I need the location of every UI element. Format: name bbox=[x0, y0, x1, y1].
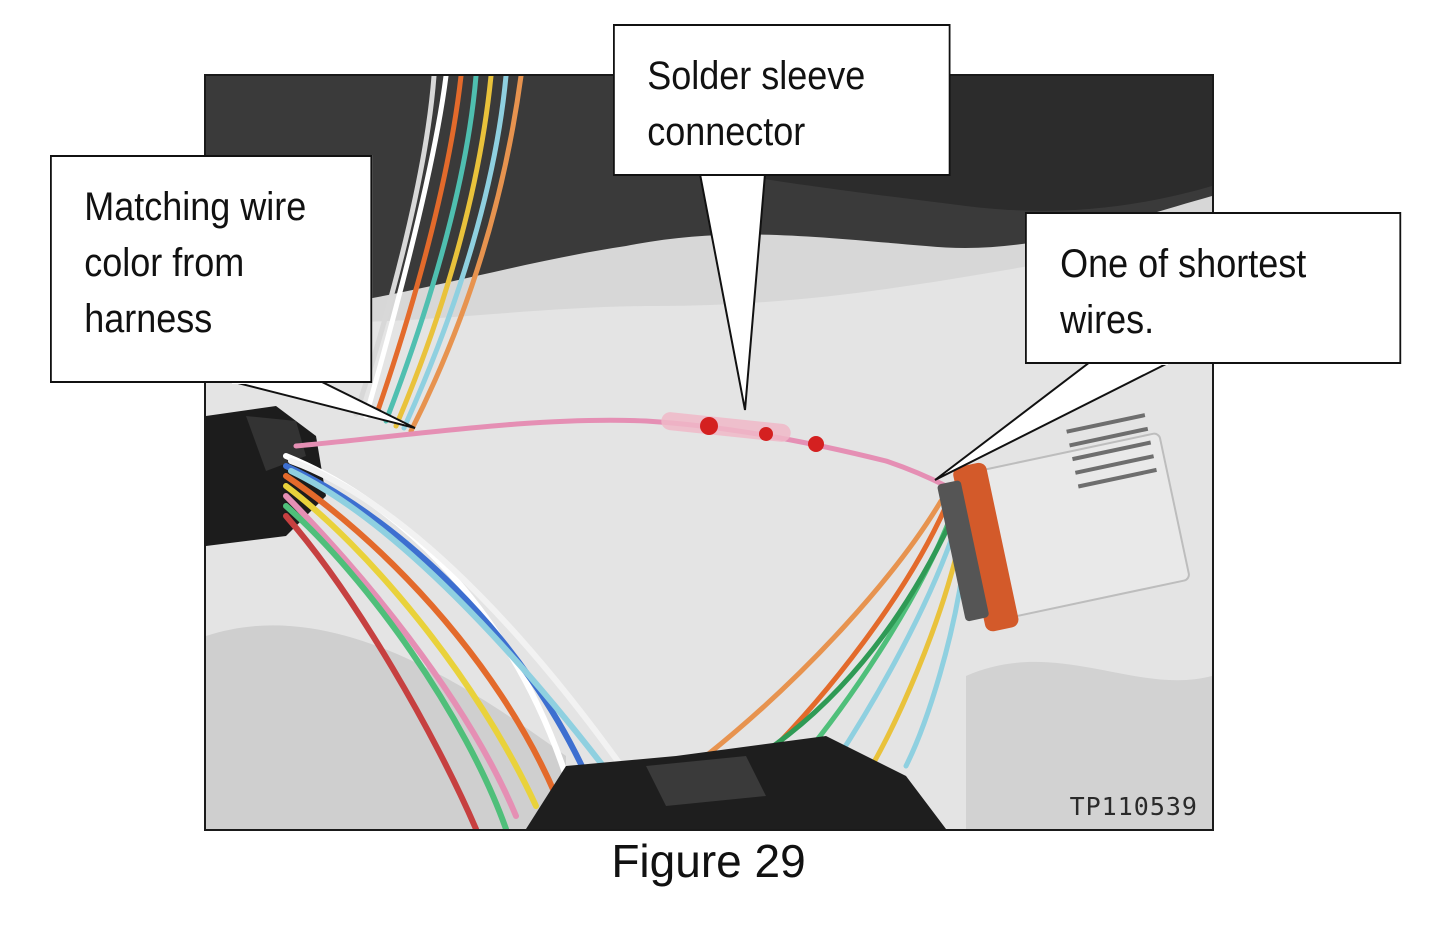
callout-solder-sleeve: Solder sleeve connector bbox=[613, 24, 951, 176]
callout-matching-wire-text: Matching wire color from harness bbox=[84, 185, 307, 341]
callout-shortest-wires-text: One of shortest wires. bbox=[1060, 242, 1307, 342]
callout-solder-sleeve-text: Solder sleeve connector bbox=[647, 54, 866, 154]
photo-id-label: TP110539 bbox=[1069, 792, 1198, 821]
figure-caption: Figure 29 bbox=[0, 834, 1441, 888]
callout-matching-wire: Matching wire color from harness bbox=[50, 155, 373, 383]
figure-caption-text: Figure 29 bbox=[611, 835, 806, 887]
callout-shortest-wires: One of shortest wires. bbox=[1025, 212, 1402, 364]
